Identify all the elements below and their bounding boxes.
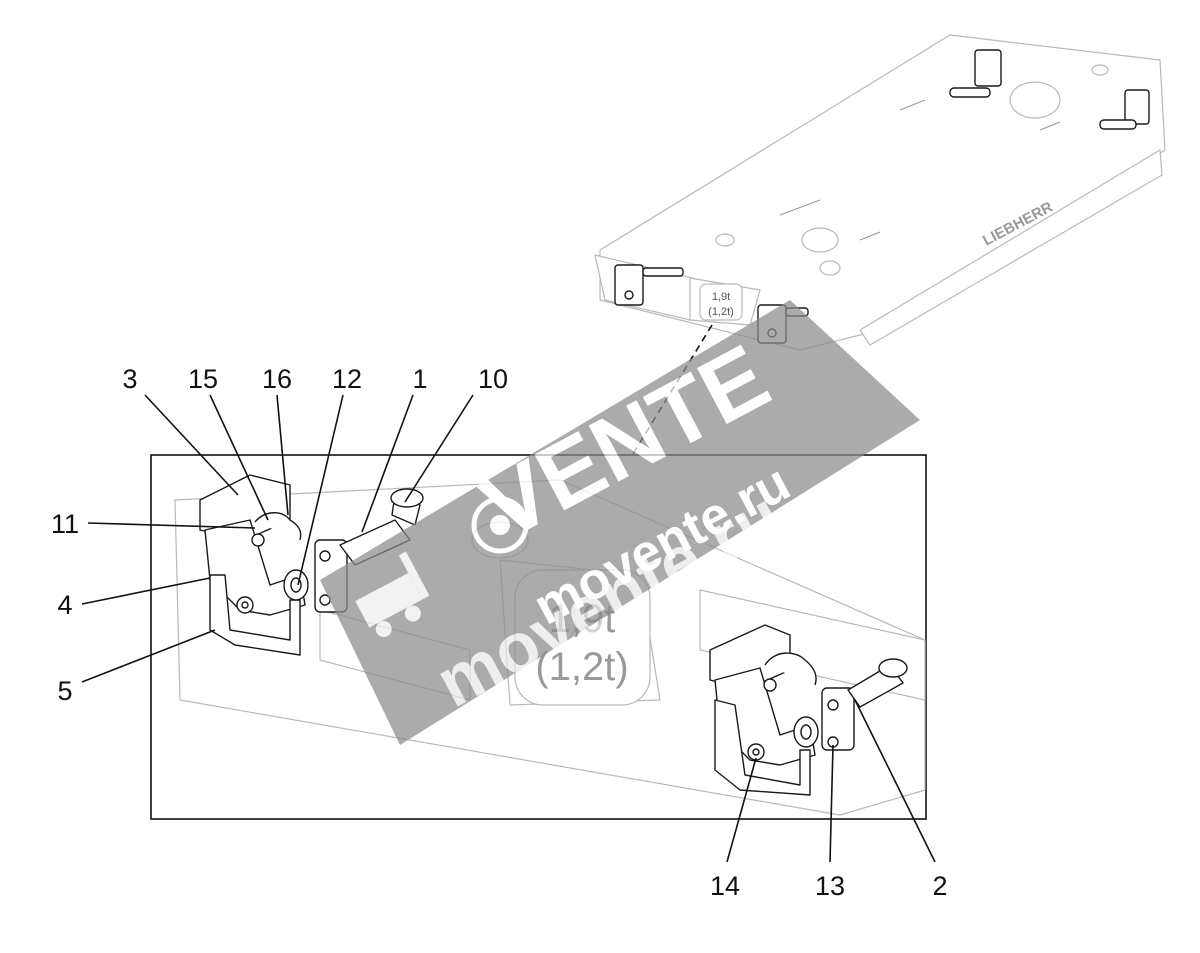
right-bracket-assembly xyxy=(709,624,908,796)
leader-12 xyxy=(297,394,344,586)
watermark-band xyxy=(320,300,920,745)
overview-bracket-top xyxy=(949,49,1002,98)
callout-label: 11 xyxy=(51,509,79,539)
callout-label: 2 xyxy=(932,871,947,901)
watermark-gear-hub xyxy=(490,515,510,535)
leader-15 xyxy=(209,394,269,521)
callout-label: 15 xyxy=(188,364,218,394)
callout-label: 5 xyxy=(57,676,72,706)
callout-label: 4 xyxy=(57,590,72,620)
detail-plate-weight-alt: (1,2t) xyxy=(535,645,628,689)
leader-14 xyxy=(726,757,757,863)
leader-5 xyxy=(81,629,216,683)
leader-11 xyxy=(87,522,256,529)
overview-bracket-left xyxy=(614,264,684,306)
callout-label: 16 xyxy=(262,364,292,394)
callout-label: 10 xyxy=(478,364,508,394)
callout-label: 14 xyxy=(710,871,740,901)
overview-plate-weight-alt: (1,2t) xyxy=(708,306,734,318)
leader-2 xyxy=(854,699,936,863)
leader-16 xyxy=(276,394,289,516)
callout-label: 1 xyxy=(412,364,427,394)
leader-4 xyxy=(81,577,211,605)
callout-leaders xyxy=(81,394,936,863)
callout-label: 13 xyxy=(815,871,845,901)
overview-plate-weight: 1,9t xyxy=(712,291,730,303)
counterweight-overview: 1,9t (1,2t) LIEBHERR xyxy=(594,34,1166,351)
leader-10 xyxy=(404,394,474,503)
watermark-forklift-icon xyxy=(355,551,430,638)
leader-13 xyxy=(829,744,834,863)
watermark-gear-icon xyxy=(471,496,529,554)
callout-label: 12 xyxy=(332,364,362,394)
leader-1 xyxy=(361,394,414,533)
callout-label: 3 xyxy=(122,364,137,394)
left-bracket-assembly xyxy=(199,474,424,656)
overview-bracket-right xyxy=(1099,89,1150,130)
leader-3 xyxy=(144,394,239,496)
watermark: VENTE movente.ru movente.ru xyxy=(320,300,920,745)
callout-labels: 3 15 16 12 1 10 11 4 5 14 13 2 xyxy=(51,364,948,901)
